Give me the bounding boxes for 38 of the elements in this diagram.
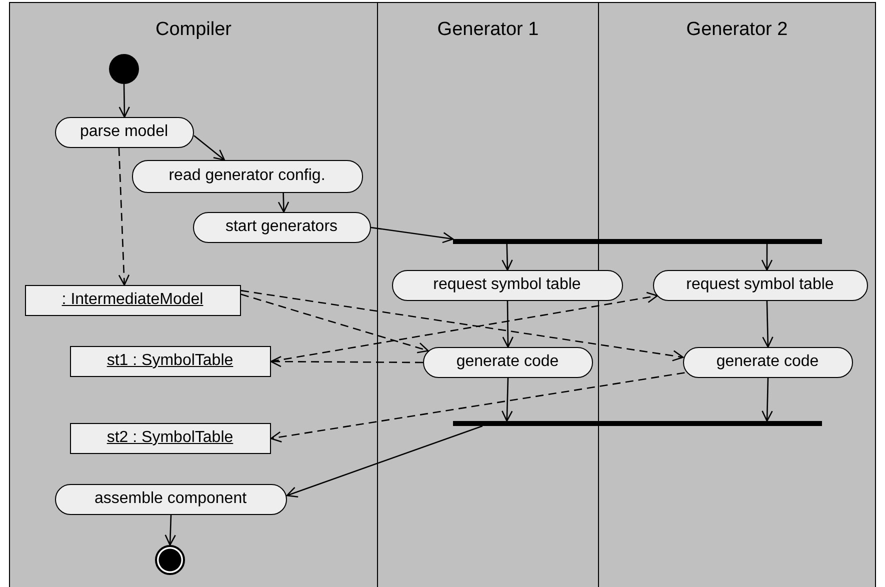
control-flow-arrow (370, 226, 454, 244)
action-node: assemble component (54, 484, 286, 514)
object-node: st2 : SymbolTable (70, 422, 270, 454)
lane-title: Compiler (154, 19, 233, 41)
action-node: start generators (192, 212, 370, 242)
lane-title: Generator 1 (436, 19, 540, 41)
control-flow-arrow (278, 192, 290, 213)
control-flow-arrow (118, 84, 130, 118)
sync-bar (453, 239, 822, 244)
control-flow-arrow (761, 244, 773, 271)
sync-bar (453, 421, 822, 426)
control-flow-arrow (164, 514, 176, 546)
lane-title: Generator 2 (685, 19, 789, 41)
control-flow-arrow (501, 378, 513, 422)
action-node: read generator config. (132, 160, 362, 192)
object-flow-arrow (270, 356, 423, 368)
swimlane (9, 2, 378, 587)
control-flow-arrow (286, 425, 483, 498)
action-node: request symbol table (652, 270, 868, 300)
action-node: generate code (682, 346, 852, 378)
control-flow-arrow (762, 300, 774, 348)
control-flow-arrow (502, 301, 514, 348)
object-flow-arrow (118, 148, 130, 286)
control-flow-arrow (762, 378, 773, 422)
object-node: st1 : SymbolTable (70, 346, 270, 376)
initial-node (108, 54, 138, 84)
action-node: request symbol table (392, 270, 622, 300)
object-flow-arrow (240, 294, 429, 354)
action-node: generate code (422, 346, 592, 378)
control-flow-arrow (502, 244, 513, 271)
object-node: : IntermediateModel (24, 284, 240, 316)
final-node (154, 544, 184, 574)
object-flow-arrow (270, 292, 658, 362)
object-flow-arrow (240, 290, 684, 362)
swimlane (598, 2, 876, 587)
control-flow-arrow (194, 135, 226, 161)
action-node: parse model (54, 116, 194, 148)
object-flow-arrow (270, 372, 685, 443)
